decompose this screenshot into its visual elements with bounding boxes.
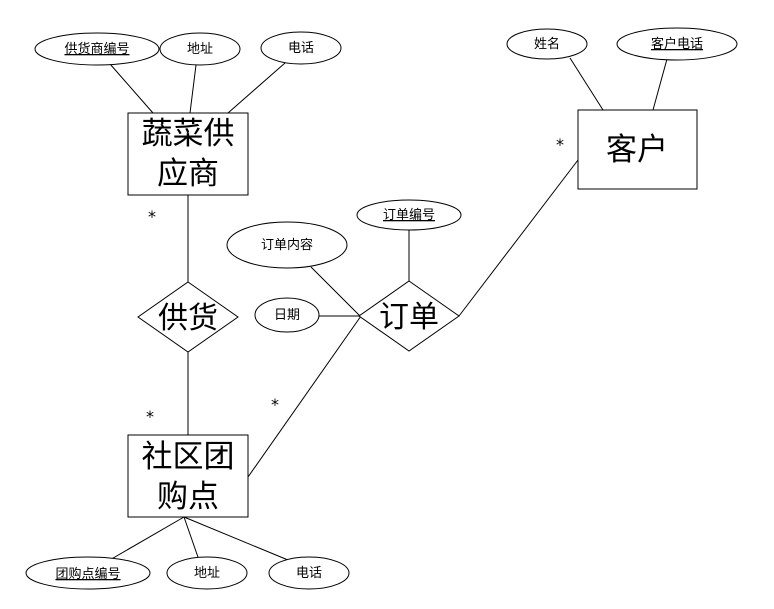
attribute-customer-name: 姓名 — [506, 28, 588, 60]
entity-community: 社区团 购点 — [127, 434, 249, 518]
attribute-supplier-phone-label: 电话 — [288, 41, 314, 56]
link-customer-name — [569, 57, 604, 111]
attribute-community-id-label: 团购点编号 — [55, 566, 120, 582]
link-community-phone — [183, 516, 289, 561]
attribute-order-id-label: 订单编号 — [383, 208, 435, 223]
cardinality-supplier-supply: * — [148, 207, 156, 226]
relationship-order-label: 订单 — [379, 300, 439, 335]
link-supplier-address — [189, 64, 197, 114]
link-order-content — [310, 266, 361, 317]
attribute-customer-phone: 客户电话 — [616, 27, 738, 61]
link-order-community — [247, 315, 362, 478]
entity-supplier-line2: 应商 — [157, 156, 219, 192]
attribute-order-id: 订单编号 — [356, 199, 462, 231]
relationship-supply: 供货 — [137, 281, 239, 353]
relationship-order: 订单 — [358, 280, 460, 352]
entity-community-line1: 社区团 — [142, 439, 235, 475]
attribute-community-id: 团购点编号 — [25, 556, 151, 590]
attribute-order-content-label: 订单内容 — [261, 237, 313, 253]
link-order-customer — [458, 159, 579, 317]
cardinality-customer-order: * — [556, 135, 564, 154]
entity-customer-label: 客户 — [606, 132, 668, 168]
attribute-supplier-id: 供货商编号 — [34, 32, 160, 66]
attribute-customer-name-label: 姓名 — [534, 36, 560, 52]
link-customer-phone — [652, 58, 668, 111]
attribute-order-date: 日期 — [254, 297, 320, 333]
attribute-supplier-address-label: 地址 — [187, 42, 213, 57]
attribute-supplier-address: 地址 — [159, 32, 241, 66]
entity-supplier: 蔬菜供 应商 — [127, 112, 249, 196]
entity-customer: 客户 — [577, 109, 698, 190]
cardinality-community-order: * — [271, 395, 279, 414]
cardinality-community-supply: * — [146, 407, 154, 426]
attribute-order-date-label: 日期 — [274, 308, 300, 323]
link-supplier-phone — [227, 62, 286, 114]
attribute-community-phone-label: 电话 — [296, 566, 322, 581]
attribute-community-address-label: 地址 — [194, 566, 220, 581]
attribute-customer-phone-label: 客户电话 — [651, 36, 703, 52]
link-supplier-id — [109, 63, 154, 114]
attribute-community-address: 地址 — [166, 556, 248, 590]
attribute-order-content: 订单内容 — [226, 221, 348, 269]
attribute-supplier-id-label: 供货商编号 — [64, 41, 129, 57]
cardinality-markers: * * * * — [146, 135, 564, 426]
attribute-community-phone: 电话 — [268, 556, 350, 590]
link-community-address — [183, 516, 200, 561]
entity-community-line2: 购点 — [157, 479, 219, 515]
attribute-supplier-phone: 电话 — [260, 31, 342, 65]
connector-lines — [107, 57, 668, 562]
relationship-supply-label: 供货 — [158, 301, 218, 336]
entity-supplier-line1: 蔬菜供 — [142, 116, 235, 152]
link-community-id — [107, 516, 185, 562]
